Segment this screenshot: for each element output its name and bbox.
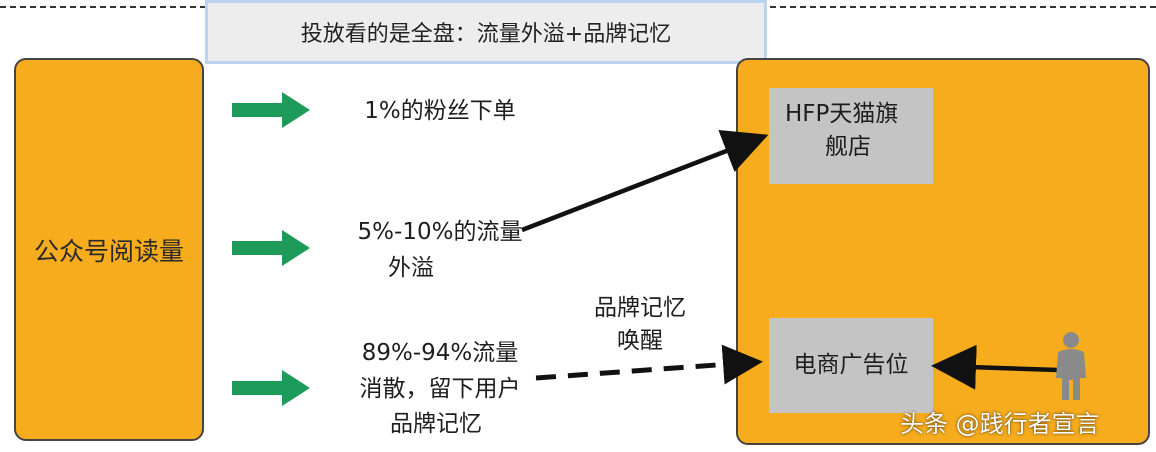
diagram-title: 投放看的是全盘：流量外溢+品牌记忆 <box>205 0 767 64</box>
memory-dashed-arrow <box>535 344 763 385</box>
tmall-store-box: HFP天猫旗 舰店 <box>769 88 933 184</box>
row2-label: 5%-10%的流量 外溢 <box>330 215 550 286</box>
arrow-right-icon <box>232 230 310 266</box>
ad-slot-box: 电商广告位 <box>769 318 933 413</box>
row3-label-line2: 消散，留下用户 <box>359 375 521 402</box>
arrow-right-icon <box>232 370 310 406</box>
row3-label: 89%-94%流量 消散，留下用户 品牌记忆 <box>330 336 550 443</box>
source-box: 公众号阅读量 <box>14 58 204 441</box>
source-label: 公众号阅读量 <box>33 236 184 266</box>
diagram-title-text: 投放看的是全盘：流量外溢+品牌记忆 <box>300 22 672 47</box>
row3-label-line3: 品牌记忆 <box>390 411 482 438</box>
row2-label-line2: 外溢 <box>388 254 434 281</box>
tmall-store-label-line2: 舰店 <box>825 134 871 161</box>
arrow-right-icon <box>232 92 310 128</box>
overflow-arrow <box>521 129 769 233</box>
row1-label-text: 1%的粉丝下单 <box>364 98 516 124</box>
memory-wake-line1: 品牌记忆 <box>594 295 686 321</box>
row2-label-line1: 5%-10%的流量 <box>357 219 523 245</box>
tmall-store-label-line1: HFP天猫旗 <box>785 101 899 127</box>
ad-slot-label: 电商广告位 <box>793 351 909 378</box>
memory-wake-line2: 唤醒 <box>617 328 663 355</box>
memory-wake-label: 品牌记忆 唤醒 <box>560 292 720 359</box>
row3-label-line1: 89%-94%流量 <box>361 340 519 366</box>
watermark: 头条 @践行者宣言 <box>900 410 1100 438</box>
row1-label: 1%的粉丝下单 <box>330 94 550 130</box>
person-icon <box>1056 332 1086 400</box>
